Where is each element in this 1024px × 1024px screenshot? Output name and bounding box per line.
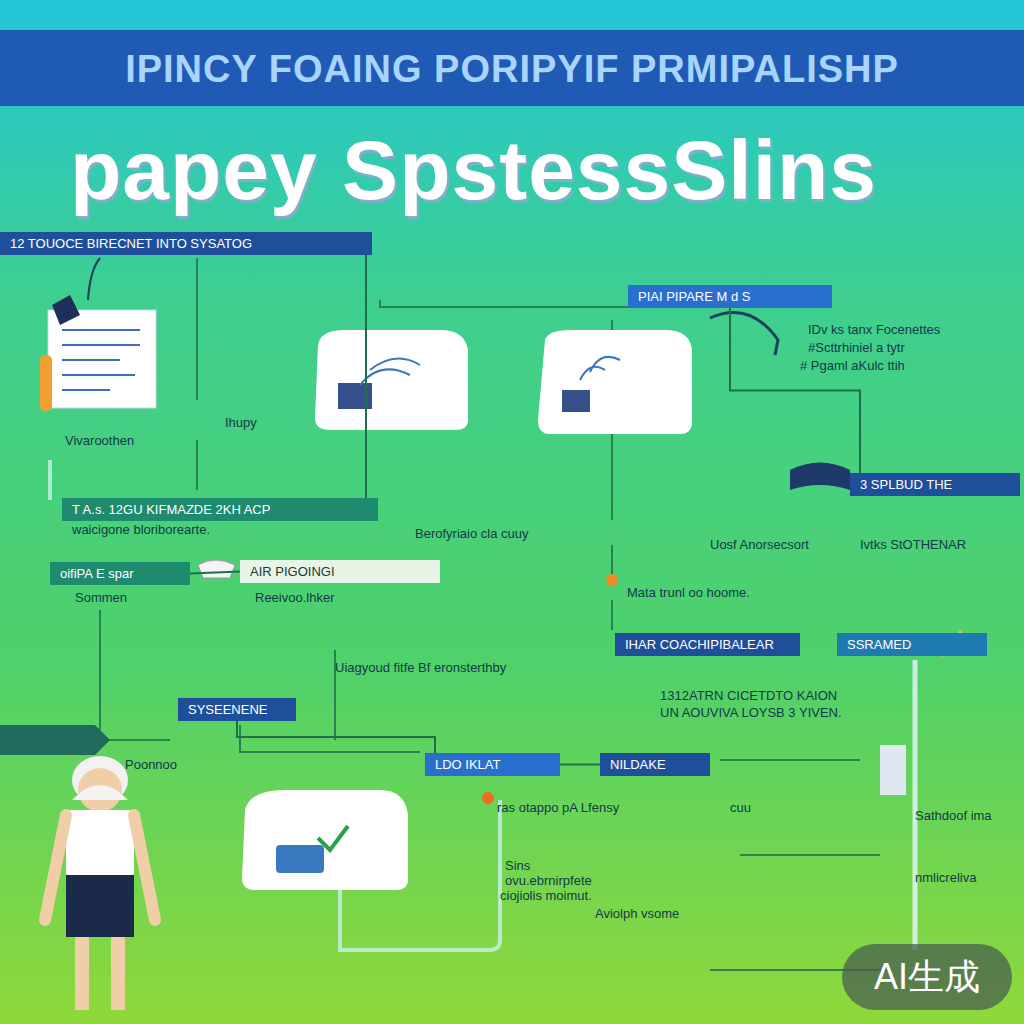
note-text: IDv ks tanx Focenettes <box>808 322 940 337</box>
label-bar: AIR PIGOINGI <box>240 560 440 583</box>
bar-text: IHAR COACHIPIBALEAR <box>625 637 774 652</box>
label-bar: oifiPA E spar <box>50 562 190 585</box>
bar-text: SYSEENENE <box>188 702 267 717</box>
note-text: UN AOUVIVA LOYSB 3 YIVEN. <box>660 705 842 720</box>
bar-text: AIR PIGOINGI <box>250 564 335 579</box>
connector <box>237 721 435 753</box>
note-text: cuu <box>730 800 751 815</box>
note-text: Sommen <box>75 590 127 605</box>
title: IPINCY FOAING PORIPYIF PRMIPALISHP <box>0 48 1024 91</box>
note-text: Uiagyoud fitfe Bf eronsterthby <box>335 660 506 675</box>
bar-text: 3 SPLBUD THE <box>860 477 952 492</box>
note-text: ovu.ebrnirpfete <box>505 873 592 888</box>
bar-text: SSRAMED <box>847 637 911 652</box>
label-bar: T A.s. 12GU KIFMAZDE 2KH ACP <box>62 498 378 521</box>
note-text: Poonnoo <box>125 757 177 772</box>
connector <box>190 572 240 574</box>
note-text: Mata trunl oo hoome. <box>627 585 750 600</box>
note-text: ras otappo pA Lfensy <box>497 800 619 815</box>
note-text: 1312ATRN CICETDTO KAION <box>660 688 837 703</box>
note-text: #Scttrhiniel a tytr <box>808 340 905 355</box>
bar-text: NILDAKE <box>610 757 666 772</box>
note-text: ciojiolis moimut. <box>500 888 592 903</box>
note-text: Vivaroothen <box>65 433 134 448</box>
note-text: Reeivoo.lhker <box>255 590 335 605</box>
bar-text: T A.s. 12GU KIFMAZDE 2KH ACP <box>72 502 270 517</box>
label-bar: SSRAMED <box>837 633 987 656</box>
note-text: Ihupy <box>225 415 257 430</box>
label-bar: 12 TOUOCE BIRECNET INTO SYSATOG <box>0 232 372 255</box>
label-bar: 3 SPLBUD THE <box>850 473 1020 496</box>
connector <box>366 255 367 498</box>
headline: papey SpstessSlins <box>70 122 877 219</box>
note-text: Ivtks StOTHENAR <box>860 537 966 552</box>
connector <box>560 764 600 765</box>
note-text: Sathdoof ima <box>915 808 992 823</box>
label-bar: PIAI PIPARE M d S <box>628 285 832 308</box>
note-text: # Pgaml aKulc ttih <box>800 358 905 373</box>
label-bar: LDO IKLAT <box>425 753 560 776</box>
person-figure <box>45 756 155 1010</box>
label-bar: NILDAKE <box>600 753 710 776</box>
note-text: waicigone bloriborearte. <box>72 522 210 537</box>
note-text: Uosf Anorsecsort <box>710 537 809 552</box>
bar-text: PIAI PIPARE M d S <box>638 289 750 304</box>
watermark: AI生成 <box>842 944 1012 1010</box>
label-bar: SYSEENENE <box>178 698 296 721</box>
note-text: nmlicreliva <box>915 870 976 885</box>
bar-text: 12 TOUOCE BIRECNET INTO SYSATOG <box>10 236 252 251</box>
note-text: Sins <box>505 858 530 873</box>
label-bar: IHAR COACHIPIBALEAR <box>615 633 800 656</box>
note-text: Berofyriaio cla cuuy <box>415 526 528 541</box>
card-icon <box>242 330 692 890</box>
document-icon <box>40 258 156 411</box>
note-text: Aviolph vsome <box>595 906 679 921</box>
bar-text: LDO IKLAT <box>435 757 501 772</box>
bar-text: oifiPA E spar <box>60 566 133 581</box>
